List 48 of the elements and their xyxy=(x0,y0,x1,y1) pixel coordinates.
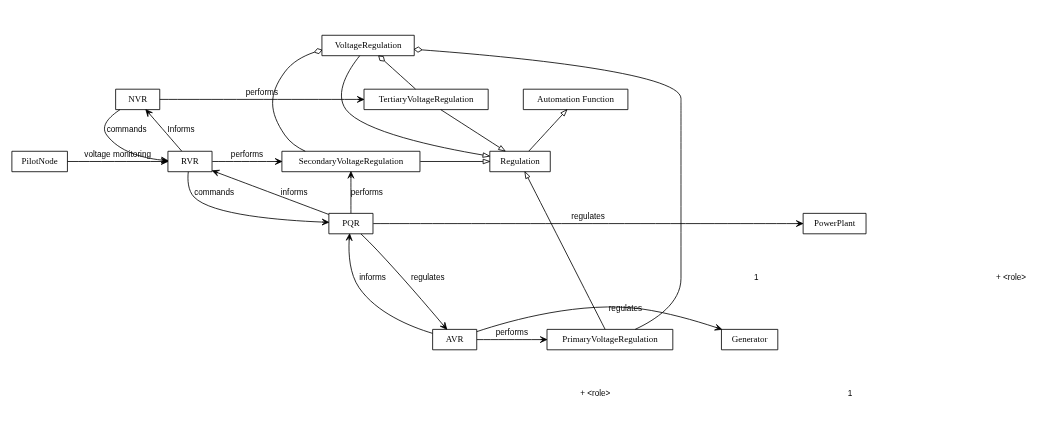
edge-label: performs xyxy=(350,187,383,197)
arrow xyxy=(187,171,330,226)
connector xyxy=(413,46,682,330)
node-box: NVR xyxy=(115,88,161,110)
node-box: AVR xyxy=(432,328,478,351)
edge-label: informs xyxy=(280,187,308,197)
arrow xyxy=(360,233,448,330)
label: 1 xyxy=(847,388,853,398)
label: + <role> xyxy=(580,388,611,398)
connector xyxy=(272,48,323,152)
node-box: RVR xyxy=(167,150,213,173)
node-box: PowerPlant xyxy=(802,212,867,235)
node-box: SecondaryVoltageRegulation xyxy=(281,150,421,173)
node-box: PrimaryVoltageRegulation xyxy=(546,328,674,351)
arrow xyxy=(211,158,283,165)
node-box: TertiaryVoltageRegulation xyxy=(363,88,489,110)
arrow xyxy=(419,158,491,165)
arrow xyxy=(345,233,433,334)
label: 1 xyxy=(753,272,759,282)
connector xyxy=(378,55,416,90)
arrow xyxy=(524,171,606,330)
arrow xyxy=(341,55,490,158)
arrow xyxy=(347,171,355,214)
edge-label: performs xyxy=(495,327,528,337)
edge-label: regulates xyxy=(608,303,643,313)
edge-label: regulates xyxy=(410,272,445,282)
edge-label: informs xyxy=(359,272,386,282)
edge-label: performs xyxy=(230,149,264,159)
node-box: VoltageRegulation xyxy=(321,34,415,57)
edge-label: Informs xyxy=(167,125,195,135)
arrow xyxy=(372,220,804,227)
node-box: Regulation xyxy=(489,150,551,173)
arrow xyxy=(211,169,330,215)
arrow xyxy=(159,96,365,103)
arrow xyxy=(528,109,568,152)
edge-label: performs xyxy=(245,87,278,97)
node-box: PQR xyxy=(328,212,374,235)
edge-label: commands xyxy=(106,125,147,135)
arrow xyxy=(476,336,548,343)
label: + <role> xyxy=(995,272,1027,282)
node-box: Generator xyxy=(721,328,779,351)
edge-label: commands xyxy=(194,187,235,197)
arrow xyxy=(476,306,723,333)
edge-label: regulates xyxy=(571,211,605,221)
arrow xyxy=(145,109,183,152)
arrow xyxy=(440,109,506,152)
node-box: Automation Function xyxy=(522,88,629,110)
node-box: PilotNode xyxy=(11,150,68,173)
